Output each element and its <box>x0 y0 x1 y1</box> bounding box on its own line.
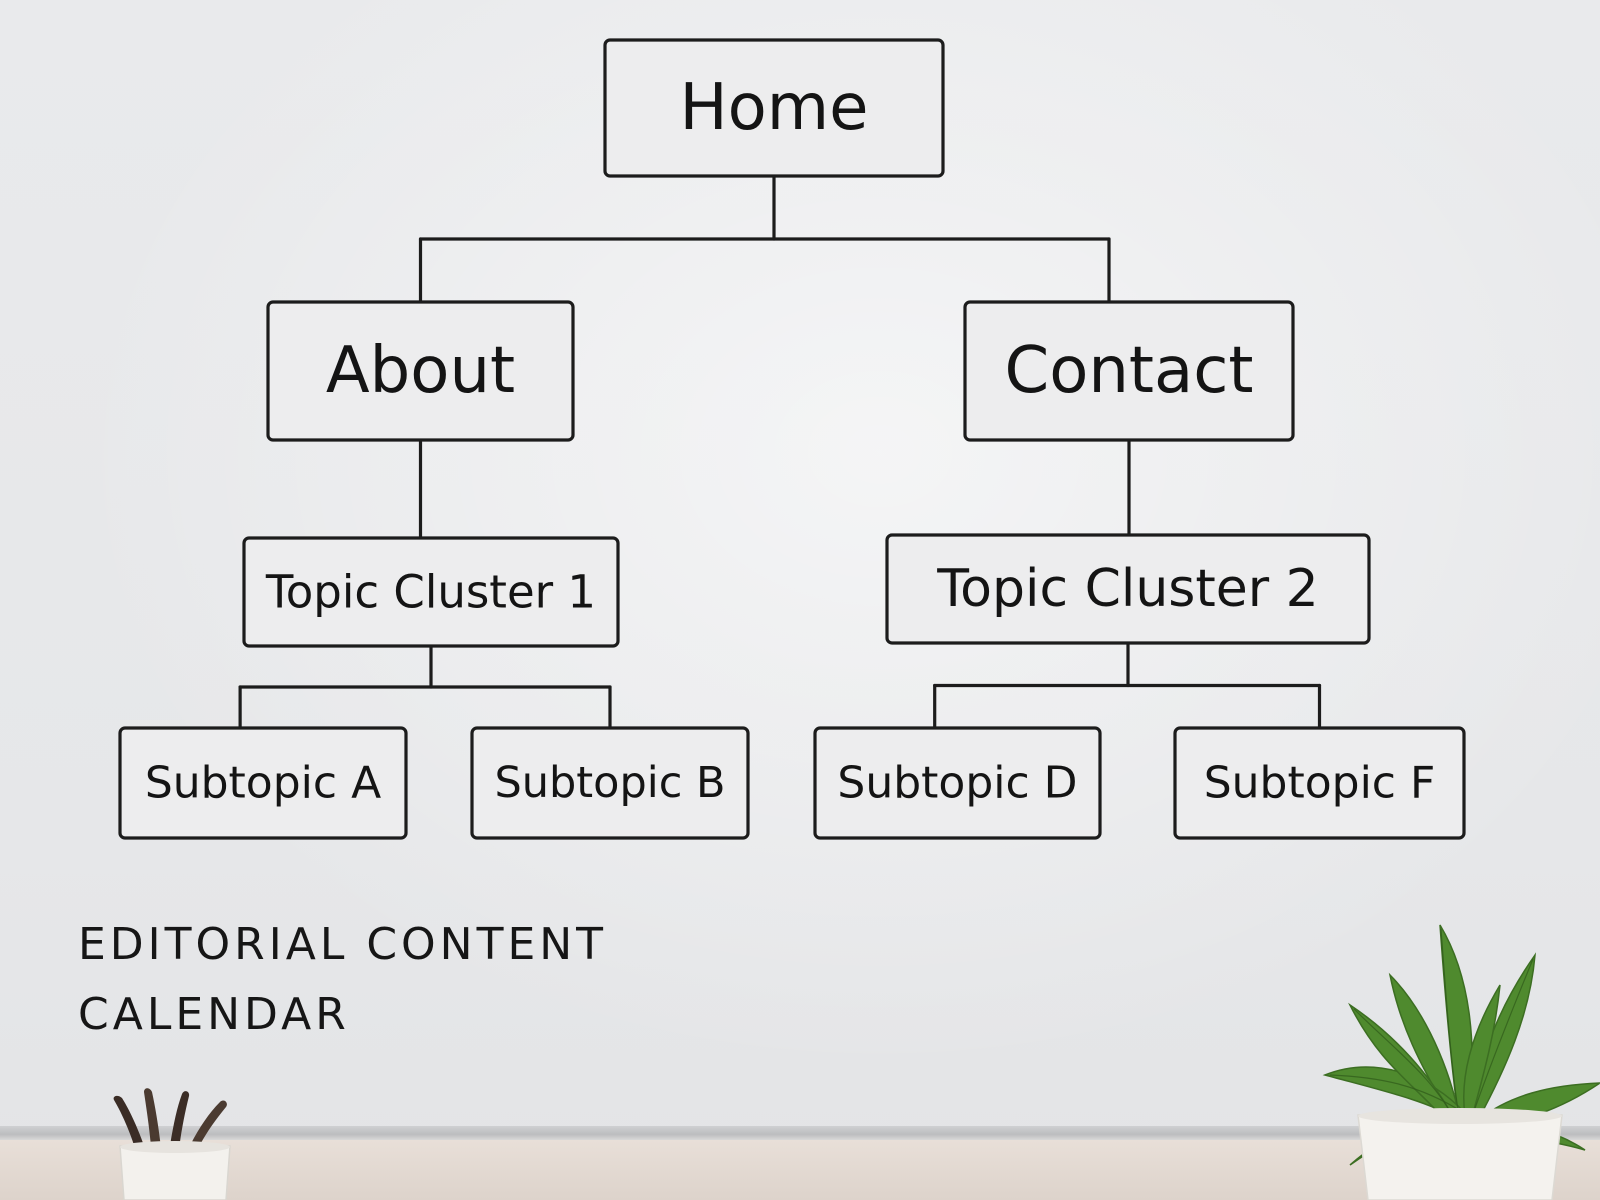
node-contact: Contact <box>963 300 1295 442</box>
node-about-box <box>266 300 575 442</box>
wall-skirting <box>0 1126 1600 1140</box>
node-subtopic-f-label: Subtopic F <box>1204 758 1436 809</box>
diagram-caption: EDITORIAL CONTENT CALENDAR <box>78 910 698 1050</box>
node-topic-cluster-1: Topic Cluster 1 <box>242 536 620 648</box>
node-subtopic-f: Subtopic F <box>1173 726 1466 840</box>
node-topic-cluster-1-label: Topic Cluster 1 <box>265 566 596 619</box>
node-about: About <box>266 300 575 442</box>
node-topic-cluster-2: Topic Cluster 2 <box>885 533 1371 645</box>
node-subtopic-a-label: Subtopic A <box>145 758 381 809</box>
brush-pot-icon <box>113 1088 231 1200</box>
node-subtopic-d-label: Subtopic D <box>837 758 1077 809</box>
node-contact-box <box>963 300 1295 442</box>
node-contact-label: Contact <box>1005 334 1254 408</box>
node-subtopic-b-box <box>470 726 750 840</box>
node-home-box <box>603 38 945 178</box>
node-subtopic-b: Subtopic B <box>470 726 750 840</box>
node-home-label: Home <box>680 71 869 145</box>
potted-plant-icon <box>1322 924 1600 1200</box>
node-subtopic-a-box <box>118 726 408 840</box>
node-subtopic-d: Subtopic D <box>813 726 1102 840</box>
node-topic-cluster-2-label: Topic Cluster 2 <box>936 559 1319 619</box>
floor <box>0 1140 1600 1200</box>
diagram-edges <box>238 174 1322 730</box>
node-topic-cluster-2-box <box>885 533 1371 645</box>
node-subtopic-b-label: Subtopic B <box>494 758 725 808</box>
node-about-label: About <box>326 334 515 408</box>
caption-line-2: CALENDAR <box>78 989 350 1040</box>
caption-line-1: EDITORIAL CONTENT <box>78 919 608 970</box>
node-home: Home <box>603 38 945 178</box>
node-subtopic-a: Subtopic A <box>118 726 408 840</box>
node-subtopic-d-box <box>813 726 1102 840</box>
node-subtopic-f-box <box>1173 726 1466 840</box>
node-topic-cluster-1-box <box>242 536 620 648</box>
